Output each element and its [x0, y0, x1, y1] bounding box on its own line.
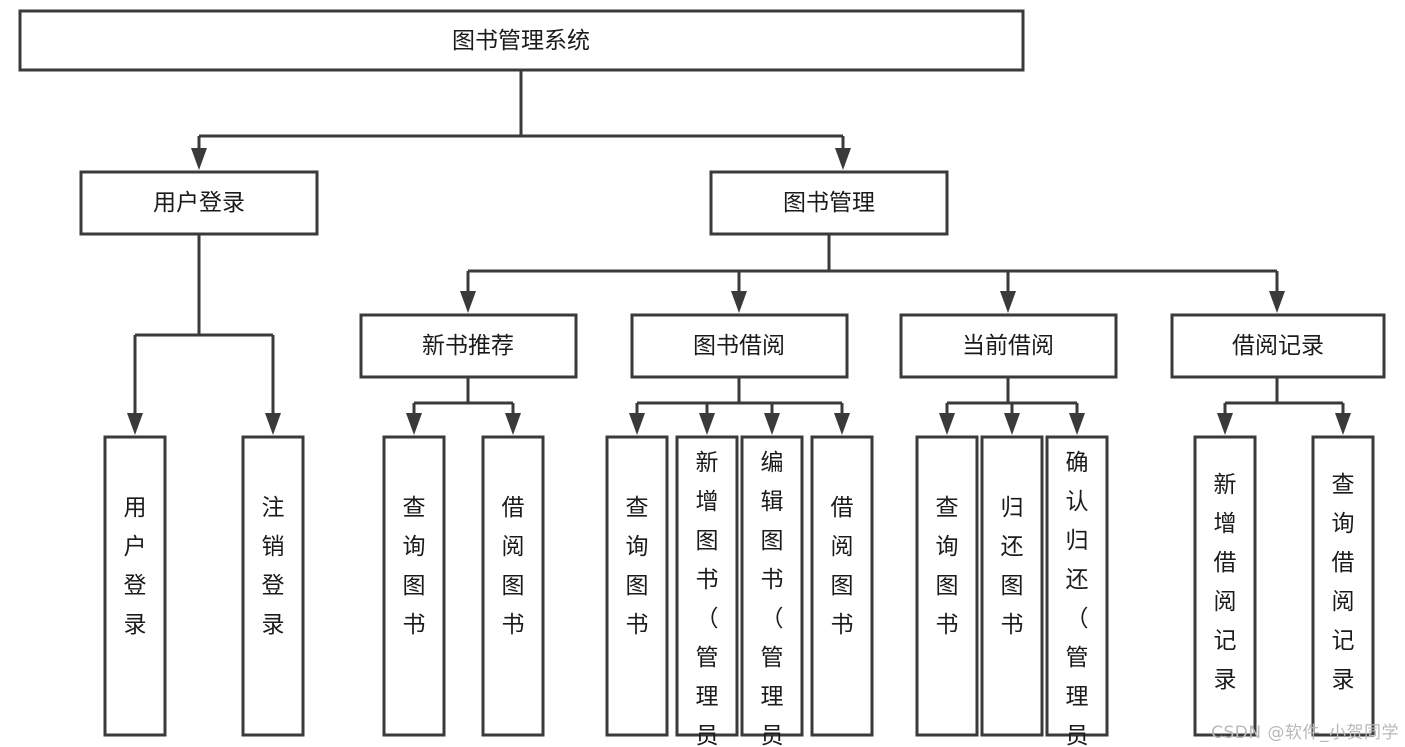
node-leaf-add-book[interactable]: 新增图书（管理员） — [675, 435, 739, 747]
arrowhead-leaf-add-record — [1217, 413, 1233, 435]
arrowhead-leaf-logout-login — [265, 413, 281, 435]
arrowhead-leaf-query-record — [1335, 413, 1351, 435]
node-leaf-query-record-label: 查询借阅记录 — [1332, 472, 1355, 693]
node-leaf-logout-login-label: 注销登录 — [262, 495, 285, 638]
node-book-management-label: 图书管理 — [783, 190, 875, 216]
node-leaf-return-book-label: 归还图书 — [1001, 495, 1024, 638]
node-leaf-add-book-label: 新增图书（管理员） — [696, 450, 719, 747]
arrowhead-leaf-return-book — [1004, 413, 1020, 435]
node-leaf-borrow-book-2[interactable]: 借阅图书 — [810, 435, 874, 737]
node-leaf-query-book-3-label: 查询图书 — [936, 495, 959, 638]
node-book-management[interactable]: 图书管理 — [709, 170, 949, 236]
node-root[interactable]: 图书管理系统 — [18, 9, 1025, 72]
leaf-nodes: 用户登录 注销登录 查询图书 借阅图书 查询图书 新增图书（管理员） 编辑图书（… — [103, 435, 1375, 747]
node-book-borrow[interactable]: 图书借阅 — [630, 313, 849, 379]
node-leaf-confirm-return[interactable]: 确认归还（管理员） — [1045, 435, 1109, 747]
arrowhead-borrow-record — [1269, 291, 1285, 313]
node-borrow-record[interactable]: 借阅记录 — [1170, 313, 1386, 379]
arrowhead-leaf-user-login — [127, 413, 143, 435]
arrowhead-leaf-edit-book — [764, 413, 780, 435]
arrowhead-leaf-query-book-2 — [629, 413, 645, 435]
arrowhead-current-borrow — [1000, 291, 1016, 313]
node-leaf-edit-book[interactable]: 编辑图书（管理员） — [740, 435, 804, 747]
node-leaf-user-login-label: 用户登录 — [124, 495, 147, 638]
arrowhead-leaf-borrow-book-2 — [834, 413, 850, 435]
arrowhead-leaf-add-book — [699, 413, 715, 435]
node-leaf-return-book[interactable]: 归还图书 — [980, 435, 1044, 737]
arrowhead-leaf-borrow-book-1 — [505, 413, 521, 435]
node-current-borrow[interactable]: 当前借阅 — [899, 313, 1118, 379]
node-leaf-query-book-2-label: 查询图书 — [626, 495, 649, 638]
node-leaf-edit-book-label: 编辑图书（管理员） — [761, 450, 784, 747]
arrowhead-leaf-query-book-3 — [939, 413, 955, 435]
arrowhead-leaf-query-book-1 — [406, 413, 422, 435]
node-root-label: 图书管理系统 — [452, 28, 590, 54]
node-new-book-recommend[interactable]: 新书推荐 — [359, 313, 578, 379]
arrowhead-book-management — [835, 148, 851, 170]
node-book-borrow-label: 图书借阅 — [693, 333, 785, 359]
arrowhead-user-login — [191, 148, 207, 170]
node-leaf-add-record-label: 新增借阅记录 — [1214, 472, 1237, 693]
node-leaf-borrow-book-1-label: 借阅图书 — [502, 495, 525, 638]
node-leaf-query-book-1-label: 查询图书 — [403, 495, 426, 638]
node-user-login-label: 用户登录 — [153, 190, 245, 216]
watermark: CSDN @软件_小贺同学 — [1211, 723, 1399, 743]
node-leaf-borrow-book-1[interactable]: 借阅图书 — [481, 435, 545, 737]
node-leaf-confirm-return-label: 确认归还（管理员） — [1066, 450, 1089, 747]
arrowhead-new-book-recommend — [460, 291, 476, 313]
arrowhead-leaf-confirm-return — [1069, 413, 1085, 435]
node-leaf-logout-login[interactable]: 注销登录 — [241, 435, 305, 737]
node-current-borrow-label: 当前借阅 — [962, 333, 1054, 359]
node-leaf-query-book-2[interactable]: 查询图书 — [605, 435, 669, 737]
connectors — [127, 70, 1351, 435]
arrowhead-book-borrow — [731, 291, 747, 313]
node-borrow-record-label: 借阅记录 — [1232, 333, 1324, 359]
node-leaf-borrow-book-2-label: 借阅图书 — [831, 495, 854, 638]
node-leaf-query-book-3[interactable]: 查询图书 — [915, 435, 979, 737]
node-leaf-query-record[interactable]: 查询借阅记录 — [1311, 435, 1375, 737]
node-new-book-recommend-label: 新书推荐 — [422, 333, 514, 359]
node-leaf-query-book-1[interactable]: 查询图书 — [382, 435, 446, 737]
node-leaf-add-record[interactable]: 新增借阅记录 — [1193, 435, 1257, 737]
node-user-login[interactable]: 用户登录 — [79, 170, 319, 236]
node-leaf-user-login[interactable]: 用户登录 — [103, 435, 167, 737]
